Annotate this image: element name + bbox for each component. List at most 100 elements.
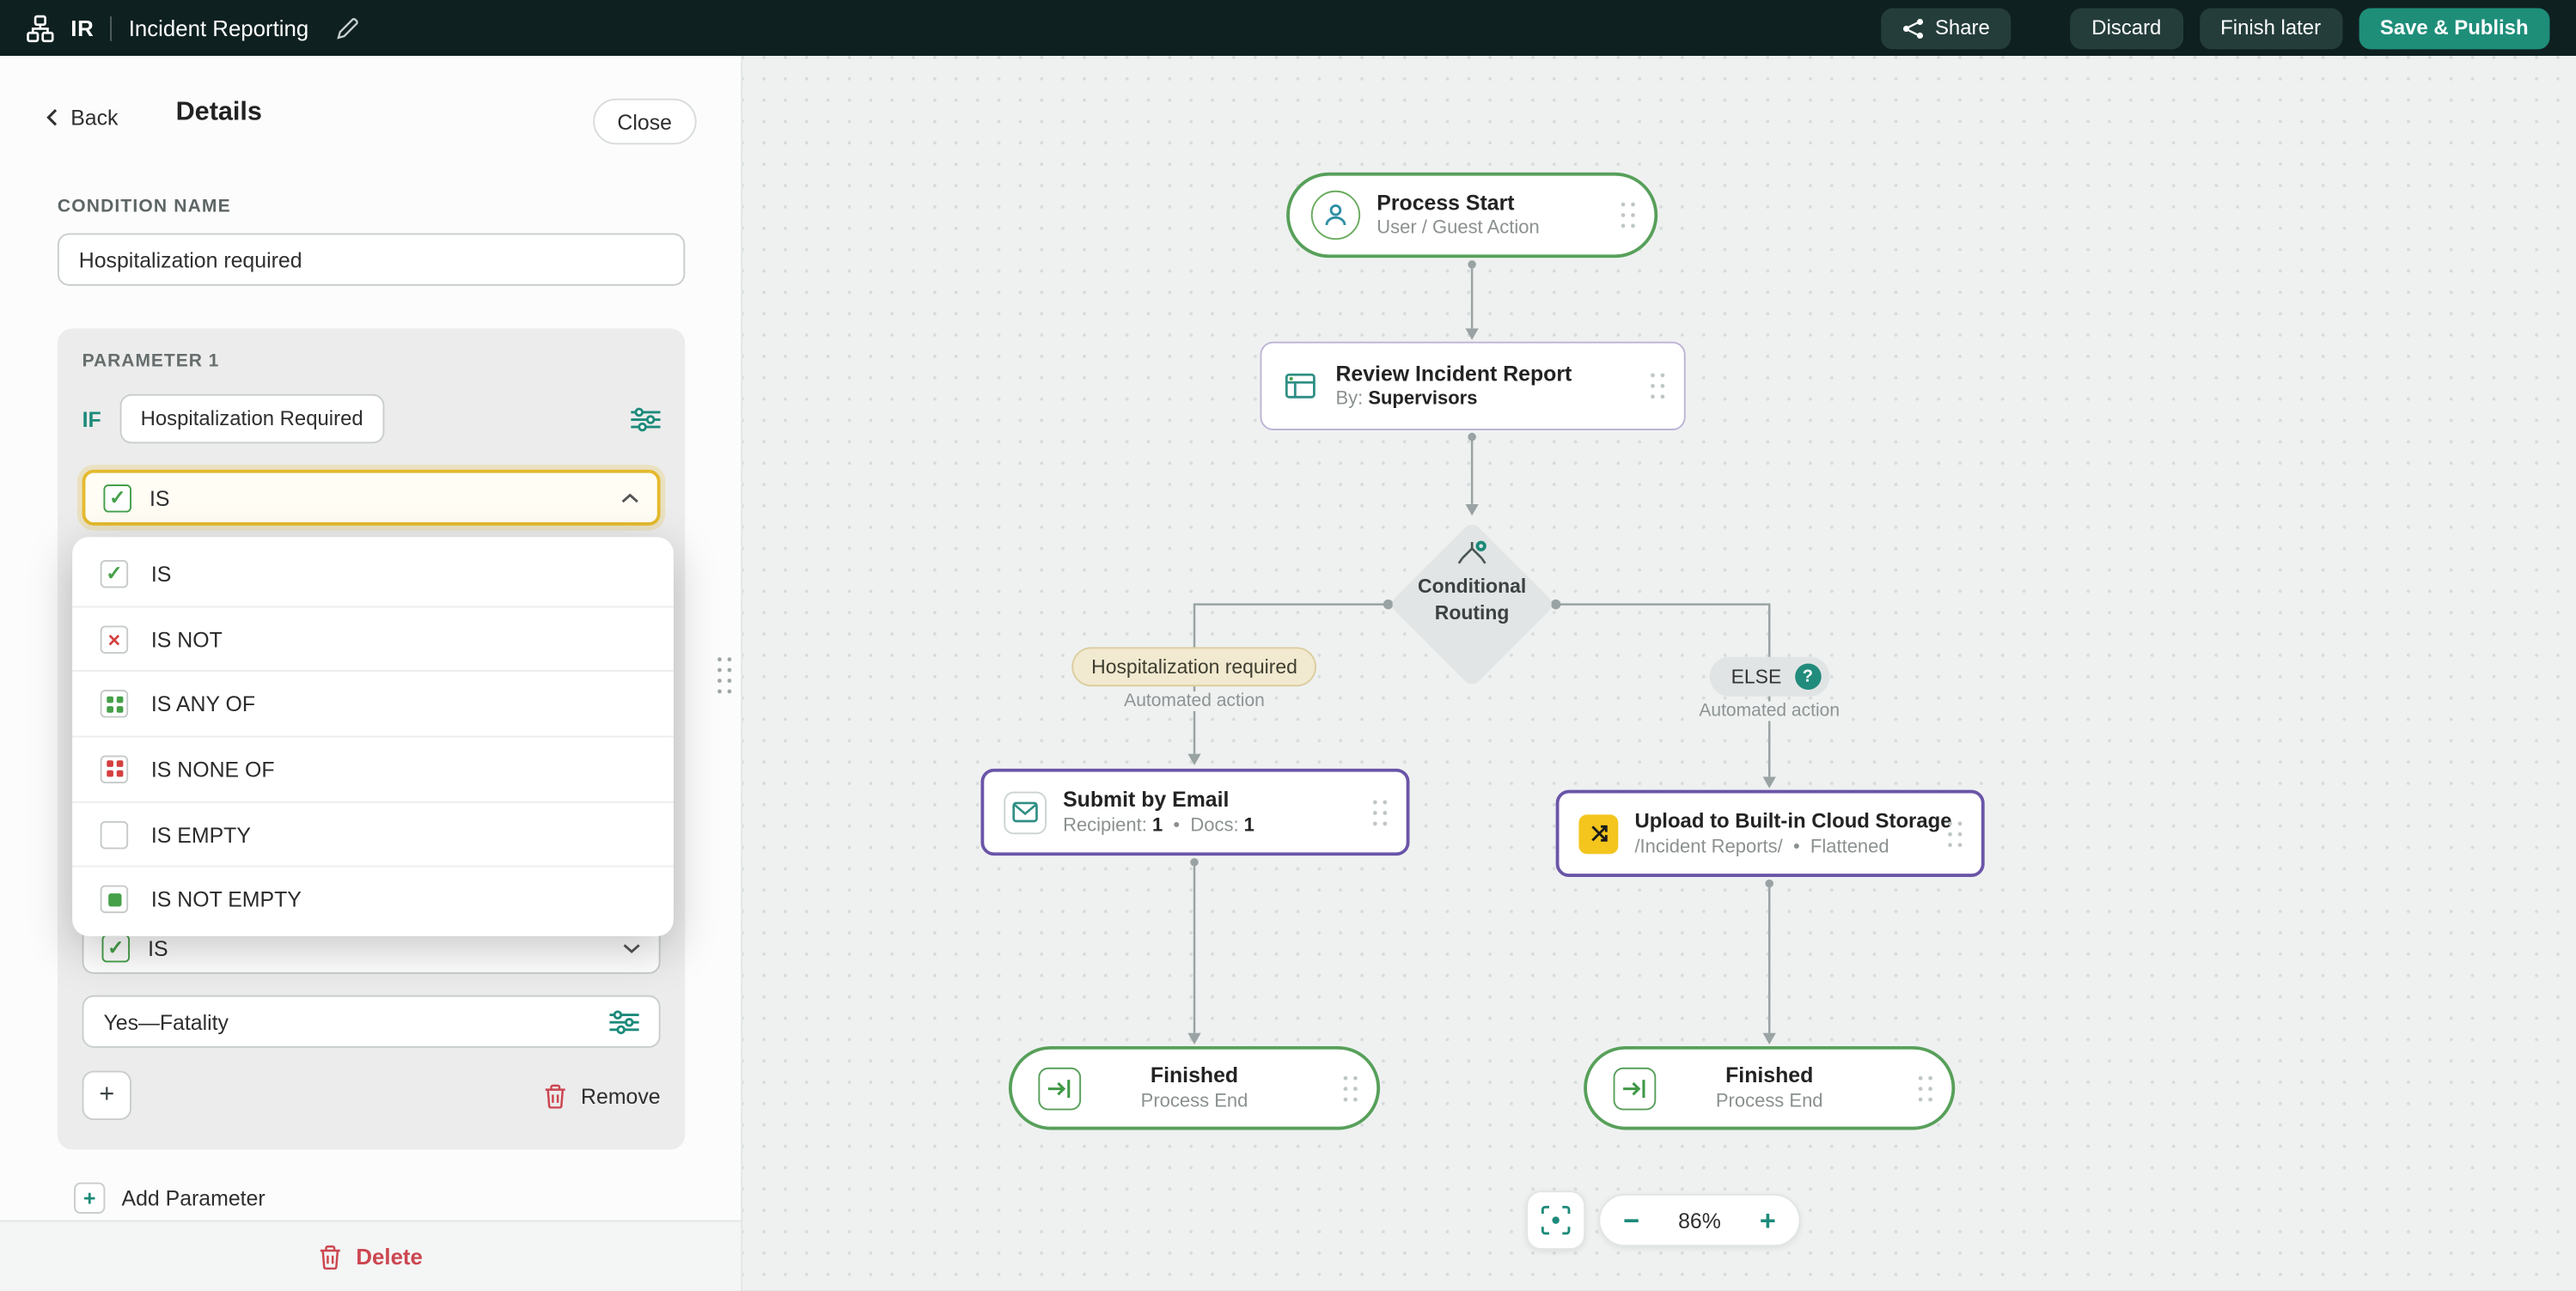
- condition-name-label: CONDITION NAME: [58, 197, 231, 216]
- process-title: Incident Reporting: [129, 15, 309, 40]
- operator-select[interactable]: ✓ IS: [82, 470, 661, 526]
- finished-node-right[interactable]: Finished Process End: [1584, 1046, 1955, 1130]
- zoom-level: 86%: [1678, 1208, 1721, 1233]
- share-label: Share: [1935, 16, 1990, 40]
- node-subtitle: By: Supervisors: [1335, 390, 1572, 410]
- if-label: IF: [82, 406, 101, 431]
- chevron-left-icon: [46, 108, 58, 126]
- node-title: Upload to Built-in Cloud Storage: [1634, 810, 1951, 833]
- option-is-not[interactable]: × IS NOT: [72, 607, 674, 673]
- upload-cloud-storage-node[interactable]: Upload to Built-in Cloud Storage /Incide…: [1556, 790, 1985, 877]
- zoom-in-button[interactable]: +: [1760, 1206, 1776, 1234]
- branch-caption: Automated action: [1691, 701, 1848, 721]
- option-is-any-of[interactable]: IS ANY OF: [72, 673, 674, 738]
- value-settings-icon[interactable]: [609, 1009, 638, 1034]
- field-chip[interactable]: Hospitalization Required: [119, 394, 385, 443]
- review-task-icon: [1283, 368, 1317, 403]
- node-subtitle: Recipient: 1 • Docs: 1: [1063, 816, 1254, 836]
- finish-later-button[interactable]: Finish later: [2199, 8, 2342, 49]
- node-subtitle: /Incident Reports/ • Flattened: [1634, 837, 1951, 857]
- option-is-not-empty[interactable]: IS NOT EMPTY: [72, 868, 674, 931]
- remove-parameter-button[interactable]: Remove: [543, 1083, 661, 1108]
- back-label: Back: [70, 105, 118, 130]
- back-button[interactable]: Back: [46, 105, 119, 130]
- share-icon: [1902, 17, 1924, 39]
- drag-handle-icon[interactable]: [1370, 795, 1390, 828]
- process-start-node[interactable]: Process Start User / Guest Action: [1286, 173, 1657, 258]
- user-icon: [1311, 191, 1360, 240]
- plus-icon: +: [74, 1183, 105, 1214]
- value-field-wrap: [82, 996, 661, 1048]
- finished-node-left[interactable]: Finished Process End: [1009, 1046, 1380, 1130]
- process-end-icon: [1614, 1067, 1657, 1110]
- node-title: Finished: [1141, 1064, 1248, 1089]
- check-green-icon: ✓: [103, 484, 131, 512]
- remove-label: Remove: [581, 1083, 661, 1108]
- save-publish-button[interactable]: Save & Publish: [2359, 8, 2549, 49]
- node-subtitle: Process End: [1716, 1092, 1823, 1111]
- else-branch-chip[interactable]: ELSE ?: [1710, 657, 1829, 697]
- operator-value: IS: [150, 485, 170, 510]
- drag-handle-icon[interactable]: [1945, 817, 1965, 850]
- drag-handle-icon[interactable]: [1915, 1072, 1935, 1105]
- drag-handle-icon[interactable]: [1340, 1072, 1360, 1105]
- drag-handle-icon[interactable]: [1618, 198, 1638, 231]
- delete-label: Delete: [356, 1244, 422, 1269]
- option-label: IS NOT: [151, 626, 223, 651]
- email-icon: [1004, 791, 1047, 834]
- check-green-icon: ✓: [101, 560, 129, 588]
- value-actions-row: + Remove: [82, 1071, 661, 1120]
- grid-red-icon: [101, 755, 129, 783]
- save-publish-label: Save & Publish: [2380, 16, 2529, 40]
- close-button[interactable]: Close: [593, 99, 697, 145]
- details-panel: Back Details Close CONDITION NAME PARAME…: [0, 56, 742, 1291]
- finish-later-label: Finish later: [2220, 16, 2321, 40]
- discard-button[interactable]: Discard: [2070, 8, 2182, 49]
- value-input[interactable]: [103, 1009, 609, 1034]
- node-subtitle: User / Guest Action: [1377, 219, 1539, 239]
- option-label: IS NOT EMPTY: [151, 887, 302, 912]
- if-row: IF Hospitalization Required: [82, 394, 661, 443]
- field-settings-icon[interactable]: [631, 406, 660, 431]
- fit-view-button[interactable]: [1526, 1191, 1585, 1250]
- submit-by-email-node[interactable]: Submit by Email Recipient: 1 • Docs: 1: [980, 769, 1409, 856]
- operator2-value: IS: [148, 935, 168, 960]
- option-is[interactable]: ✓ IS: [72, 542, 674, 607]
- review-incident-report-node[interactable]: Review Incident Report By: Supervisors: [1261, 342, 1686, 430]
- add-parameter-button[interactable]: + Add Parameter: [74, 1183, 266, 1214]
- zoom-control: − 86% +: [1598, 1194, 1800, 1246]
- option-is-none-of[interactable]: IS NONE OF: [72, 738, 674, 803]
- trash-icon: [318, 1244, 341, 1269]
- branch-condition-chip[interactable]: Hospitalization required: [1071, 647, 1317, 686]
- edit-title-icon[interactable]: [337, 17, 358, 39]
- panel-title: Details: [176, 99, 262, 128]
- workspace-badge: IR: [70, 15, 94, 40]
- chevron-up-icon: [621, 492, 639, 503]
- drag-handle-icon[interactable]: [1648, 369, 1668, 402]
- node-subtitle: Process End: [1141, 1092, 1248, 1111]
- process-end-icon: [1038, 1067, 1081, 1110]
- panel-resize-handle[interactable]: [715, 654, 735, 697]
- empty-box-icon: [101, 820, 129, 849]
- node-title: Process Start: [1377, 192, 1539, 216]
- node-title: Submit by Email: [1063, 789, 1254, 813]
- grid-green-icon: [101, 690, 129, 718]
- option-label: IS: [151, 562, 172, 587]
- x-red-icon: ×: [101, 625, 129, 654]
- top-bar: IR Incident Reporting Share Discard Fini…: [0, 0, 2576, 56]
- zoom-out-button[interactable]: −: [1623, 1206, 1639, 1234]
- app-logo-icon[interactable]: [27, 14, 55, 42]
- top-bar-actions: Share Discard Finish later Save & Publis…: [1881, 8, 2550, 49]
- delete-condition-button[interactable]: Delete: [0, 1221, 741, 1291]
- share-button[interactable]: Share: [1881, 8, 2011, 49]
- storage-icon: [1578, 813, 1618, 853]
- workflow-canvas[interactable]: Process Start User / Guest Action Review…: [741, 56, 2576, 1291]
- else-label: ELSE: [1731, 665, 1782, 688]
- condition-name-input[interactable]: [58, 234, 685, 286]
- help-badge[interactable]: ?: [1795, 663, 1822, 690]
- node-title: Review Incident Report: [1335, 362, 1572, 387]
- option-is-empty[interactable]: IS EMPTY: [72, 802, 674, 868]
- add-parameter-label: Add Parameter: [121, 1185, 265, 1210]
- add-value-button[interactable]: +: [82, 1071, 131, 1120]
- check-green-icon: ✓: [102, 934, 131, 962]
